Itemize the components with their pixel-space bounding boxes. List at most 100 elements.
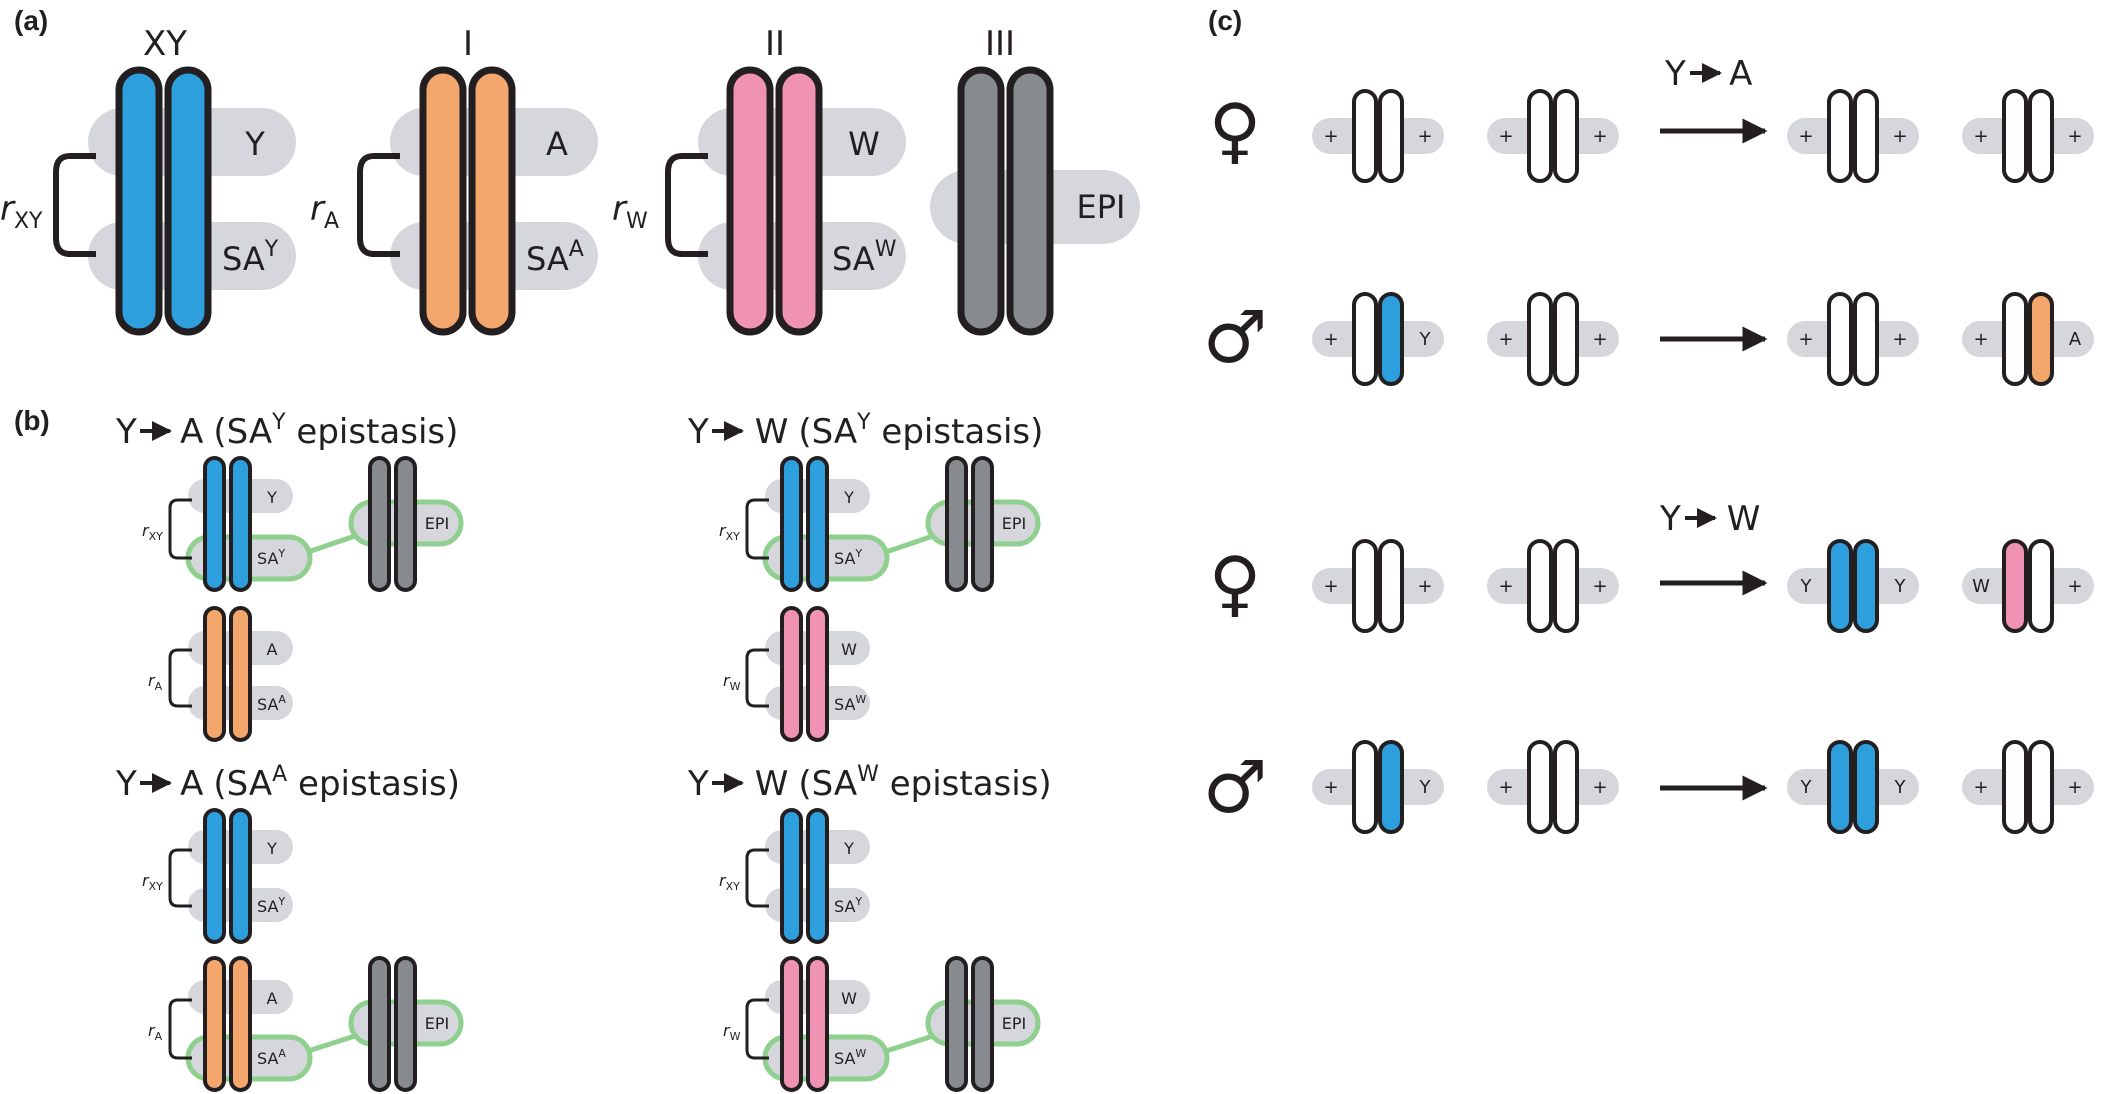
sa-y-label: SAY [257,895,285,916]
chromosome-right [1553,539,1579,633]
right-allele-label: + [2067,576,2082,597]
y-chromosome [229,808,252,944]
chromosome-pair: ++ [1787,292,1919,386]
a-locus-label: A [267,989,278,1008]
iii-title: III [985,24,1015,64]
scenario-3-diagram: Y SAY rXY A SAA rA EPI [142,808,464,1092]
left-allele-label: Y [1800,576,1813,597]
epi-locus-label: EPI [425,1014,449,1033]
chromosome-left [2002,539,2028,633]
autosome-ii-left [780,956,803,1092]
chromosome-pair: ++ [1962,740,2094,834]
r-w-label: rW [723,1021,741,1043]
scenario-4-diagram: Y SAY rXY W SAW rW EPI [719,808,1041,1092]
row-male-y-to-a: ♂ +Y+++++A [1203,292,2094,386]
panel-label-b: (b) [14,405,50,436]
recombination-bracket-w [745,998,769,1060]
epi-locus-label: EPI [1077,188,1126,226]
epi-chromosome-left [368,956,391,1092]
chromosome-left [1352,292,1378,386]
epi-chromosome-left [945,456,968,592]
x-chromosome [203,808,226,944]
r-xy-label: rXY [719,521,740,543]
right-allele-label: + [1417,576,1432,597]
right-allele-label: + [1892,329,1907,350]
chromosome-right [1553,740,1579,834]
chromosome-pair: ++ [1962,89,2094,183]
sa-a-label: SAA [526,237,584,278]
panel-label-a: (a) [14,5,48,36]
sa-y-label: SAY [834,895,862,916]
left-allele-label: + [1798,126,1813,147]
epi-locus-label: EPI [1002,1014,1026,1033]
chromosome-left [1827,740,1853,834]
autosome-ii-left [726,66,774,336]
chromosome-right [1853,292,1879,386]
chromosome-left [2002,89,2028,183]
epi-chromosome-right [971,956,994,1092]
y-chromosome [164,66,212,336]
chromosome-right [1378,292,1404,386]
chromosome-right [2028,539,2054,633]
right-allele-label: + [2067,777,2082,798]
a-locus-label: A [267,640,278,659]
y-chromosome [229,456,252,592]
female-symbol: ♀ [1209,541,1262,625]
i-title: I [463,24,473,64]
recombination-bracket-xy [745,498,769,560]
y-locus-label: Y [266,488,277,507]
chromosome-pair: ++ [1487,740,1619,834]
xy-title: XY [143,24,187,64]
epi-locus-label: EPI [1002,514,1026,533]
autosome-iii-left [957,66,1005,336]
scenario-2-diagram: Y SAY rXY EPI W SAW rW [719,456,1041,742]
x-chromosome [780,456,803,592]
male-symbol: ♂ [1203,745,1268,829]
x-chromosome [780,808,803,944]
recombination-bracket-a [168,648,192,708]
r-w-label: rW [612,189,648,234]
w-locus-label: W [841,989,857,1008]
chromosome-left [1827,539,1853,633]
right-allele-label: Y [1894,777,1907,798]
chromosome-pair: ++ [1487,539,1619,633]
autosome-i-right [229,606,252,742]
chromosome-right [1853,89,1879,183]
chromosome-right [1553,89,1579,183]
right-allele-label: A [2069,329,2082,350]
sa-y-label: SAY [222,237,279,278]
female-symbol: ♀ [1209,88,1262,172]
chromosome-left [1827,292,1853,386]
xy-chromosome-pair: XY Y SAY rXY [0,24,296,336]
epi-chromosome-right [394,456,417,592]
chromosome-pair: ++ [1312,539,1444,633]
epistasis-link [882,533,934,556]
autosome-pair-i: I A SAA rA [310,24,598,336]
chromosome-pair: ++ [1487,292,1619,386]
left-allele-label: + [1498,126,1513,147]
autosome-ii-right [775,66,823,336]
left-allele-label: + [1798,329,1813,350]
chromosome-pair: ++ [1487,89,1619,183]
recombination-bracket-xy [745,848,769,908]
chromosome-left [1527,89,1553,183]
chromosome-left [1827,89,1853,183]
w-locus-label: W [841,640,857,659]
autosome-pair-iii: III EPI [930,24,1140,336]
epistasis-link [304,533,356,556]
autosome-i-left [203,606,226,742]
chromosome-pair: +A [1962,292,2094,386]
chromosome-right [1853,539,1879,633]
right-allele-label: Y [1894,576,1907,597]
sa-y-label: SAY [834,547,862,568]
panel-a: XY Y SAY rXY I A SAA rA II [0,24,1140,336]
